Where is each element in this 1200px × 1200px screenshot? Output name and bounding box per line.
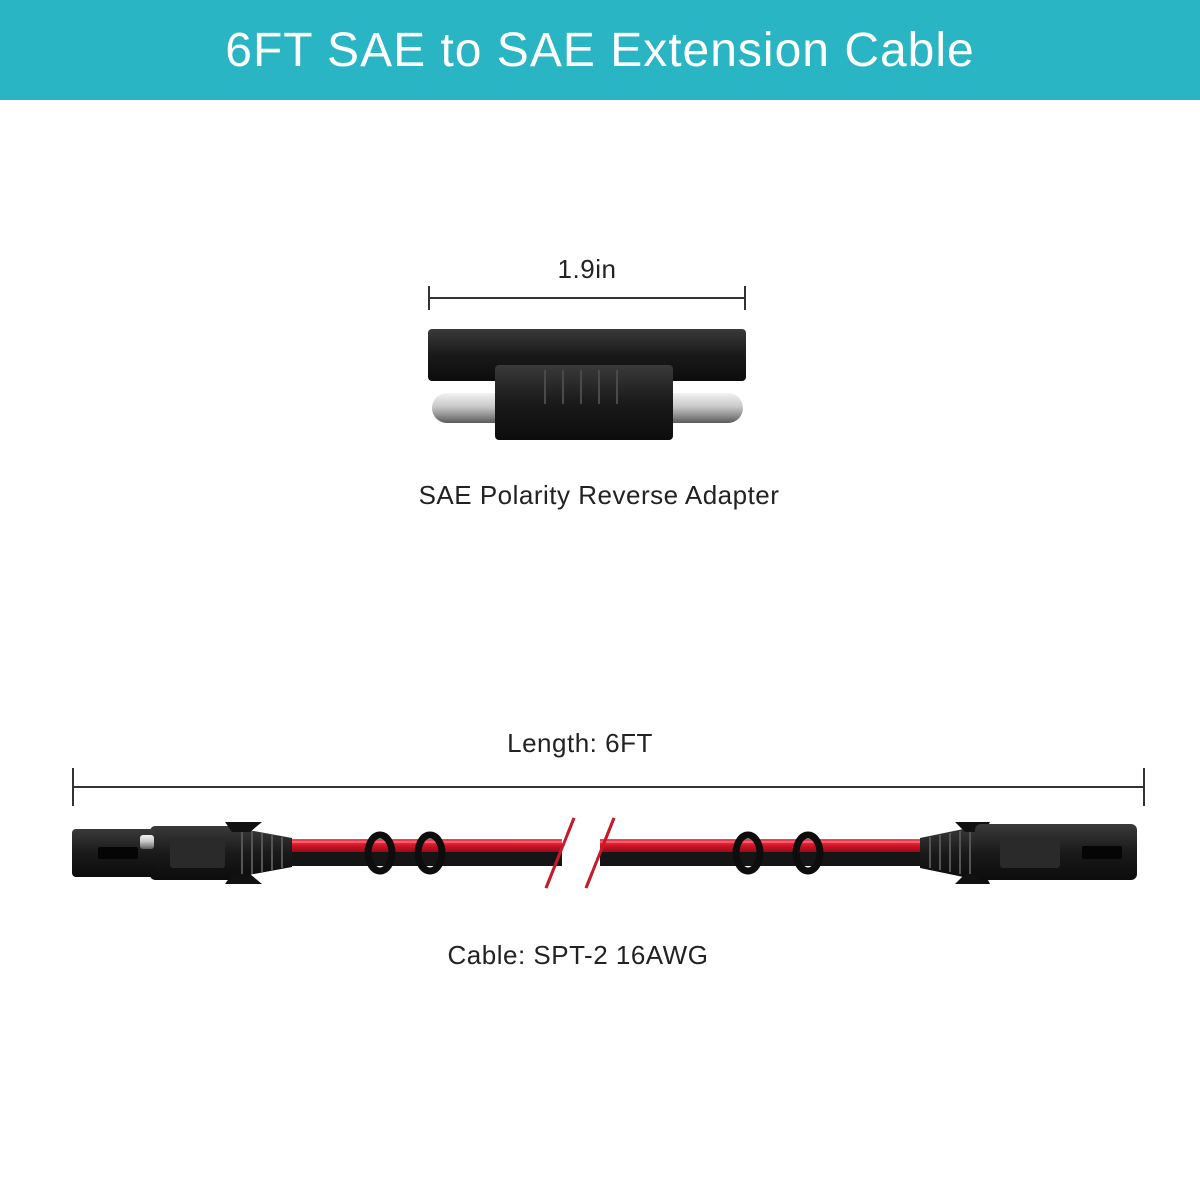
cable-break-mark	[544, 817, 616, 889]
adapter-caption: SAE Polarity Reverse Adapter	[418, 480, 780, 510]
right-sae-connector	[920, 822, 1137, 884]
black-wire	[292, 852, 922, 866]
adapter-dimension-line	[428, 286, 746, 310]
sae-adapter-image	[428, 329, 746, 440]
adapter-center-body	[495, 365, 673, 440]
cable-caption: Cable: SPT-2 16AWG	[447, 940, 709, 970]
page-title: 6FT SAE to SAE Extension Cable	[225, 23, 975, 77]
left-sae-connector	[72, 822, 292, 884]
title-banner: 6FT SAE to SAE Extension Cable	[0, 0, 1200, 100]
cable-clips	[364, 831, 824, 875]
cable-length-line	[72, 768, 1145, 806]
adapter-dimension-label: 1.9in	[557, 254, 617, 284]
cable-length-label: Length: 6FT	[507, 728, 653, 758]
